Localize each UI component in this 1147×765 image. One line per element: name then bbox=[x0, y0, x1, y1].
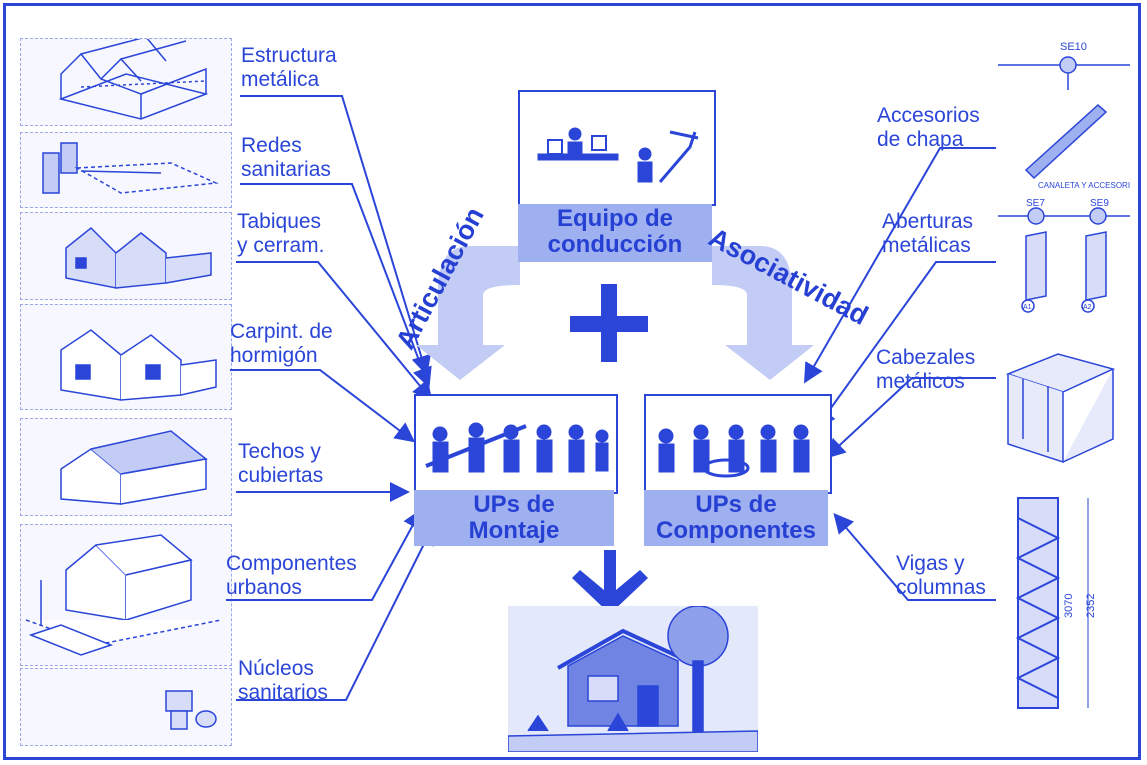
concrete-house-icon bbox=[20, 304, 232, 410]
metal-head-icon bbox=[998, 344, 1130, 466]
label-nucleos-sanitarios: Núcleos sanitarios bbox=[238, 657, 328, 704]
down-arrow-icon bbox=[572, 550, 648, 614]
label-vigas-columnas: Vigas y columnas bbox=[896, 552, 986, 599]
finished-house-icon bbox=[507, 605, 759, 753]
urban-house-icon bbox=[20, 524, 232, 666]
label-techos: Techos y cubiertas bbox=[238, 440, 324, 487]
sheet-accessory-icon: SE10 CANALETA Y ACCESORIOS bbox=[998, 20, 1130, 192]
label-aberturas-metalicas: Aberturas metálicas bbox=[882, 210, 974, 257]
a2-text: A2 bbox=[1083, 304, 1092, 311]
montaje-workers-scene bbox=[414, 394, 618, 494]
ups-componentes-box: UPs de Componentes bbox=[644, 490, 828, 546]
se10-text: SE10 bbox=[1060, 41, 1087, 53]
plus-vertical bbox=[601, 284, 617, 362]
se7-text: SE7 bbox=[1026, 198, 1045, 209]
dim-3070-text: 3070 bbox=[1063, 594, 1075, 618]
metal-window-icon: SE7 SE9 A1 A2 bbox=[998, 196, 1130, 316]
management-team-scene bbox=[518, 90, 716, 206]
steel-frame-icon bbox=[20, 38, 232, 126]
dim-2352-text: 2352 bbox=[1085, 594, 1097, 618]
ups-montaje-box: UPs de Montaje bbox=[414, 490, 614, 546]
label-carpinteria: Carpint. de hormigón bbox=[230, 320, 333, 367]
label-cabezales-metalicos: Cabezales metálicos bbox=[876, 346, 976, 393]
sanitary-network-icon bbox=[20, 132, 232, 208]
label-componentes-urbanos: Componentes urbanos bbox=[226, 552, 357, 599]
canaleta-text: CANALETA Y ACCESORIOS bbox=[1038, 181, 1130, 190]
label-accesorios-chapa: Accesorios de chapa bbox=[877, 104, 980, 151]
partition-house-icon bbox=[20, 212, 232, 300]
label-estructura-metalica: Estructura metálica bbox=[241, 44, 337, 91]
beam-column-icon: 3070 2352 bbox=[998, 478, 1130, 722]
sanitary-core-icon bbox=[20, 668, 232, 746]
componentes-workers-scene bbox=[644, 394, 832, 494]
equipo-conduccion-box: Equipo de conducción bbox=[518, 204, 712, 262]
roof-house-icon bbox=[20, 418, 232, 516]
se9-text: SE9 bbox=[1090, 198, 1109, 209]
label-tabiques: Tabiques y cerram. bbox=[237, 210, 325, 257]
label-redes-sanitarias: Redes sanitarias bbox=[241, 134, 331, 181]
a1-text: A1 bbox=[1023, 304, 1032, 311]
diagram-frame bbox=[3, 3, 1141, 760]
